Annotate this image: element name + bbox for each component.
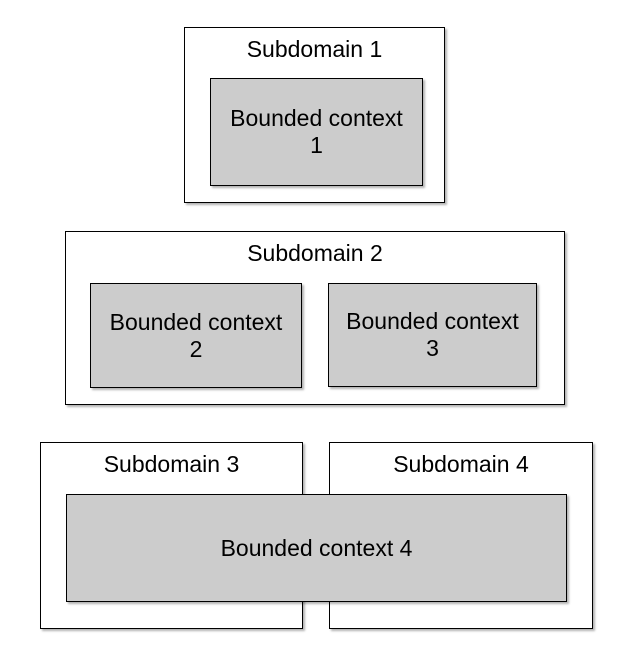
bounded-context-3-box: Bounded context 3 bbox=[328, 283, 537, 387]
subdomain-2-label: Subdomain 2 bbox=[247, 240, 383, 266]
bounded-context-4-label: Bounded context 4 bbox=[221, 535, 413, 562]
bounded-context-1-label: Bounded context 1 bbox=[230, 105, 403, 159]
subdomain-3-label: Subdomain 3 bbox=[103, 451, 240, 477]
bounded-context-2-line-2: 2 bbox=[189, 335, 203, 362]
bounded-context-1-line-2: 1 bbox=[310, 132, 323, 158]
bounded-context-2-box: Bounded context 2 bbox=[90, 283, 302, 388]
bounded-context-1-box: Bounded context 1 bbox=[210, 78, 423, 186]
bounded-context-2-label: Bounded context 2 bbox=[110, 309, 283, 363]
bounded-context-1-line-1: Bounded context bbox=[230, 105, 403, 131]
subdomain-4-label: Subdomain 4 bbox=[393, 451, 529, 477]
subdomain-1-label: Subdomain 1 bbox=[246, 36, 383, 62]
bounded-context-4-line-1: Bounded context 4 bbox=[220, 534, 413, 561]
bounded-context-3-line-2: 3 bbox=[426, 335, 439, 361]
bounded-context-2-line-1: Bounded context bbox=[109, 308, 283, 335]
bounded-context-4-box: Bounded context 4 bbox=[66, 494, 567, 602]
bounded-context-3-label: Bounded context 3 bbox=[346, 308, 519, 362]
bounded-context-3-line-1: Bounded context bbox=[346, 308, 519, 334]
